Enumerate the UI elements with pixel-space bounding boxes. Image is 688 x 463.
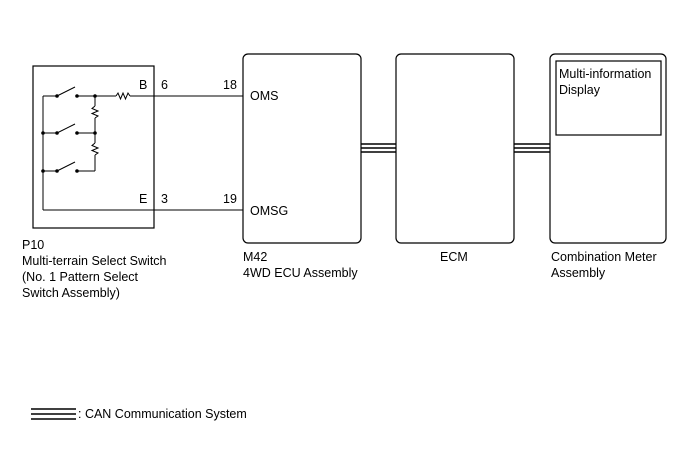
ecu-4wd-caption: M42 4WD ECU Assembly <box>243 249 358 281</box>
switch-code: P10 <box>22 238 45 252</box>
display-label-line-2: Display <box>559 83 601 97</box>
ecu-pin-18: 18 <box>223 78 237 92</box>
meter-name-line-2: Assembly <box>551 266 606 280</box>
legend-label: : CAN Communication System <box>78 407 247 421</box>
can-bus-ecm-meter <box>514 143 550 153</box>
ecm-name: ECM <box>440 250 468 264</box>
legend-can-symbol <box>31 408 76 420</box>
ecu-pin-19: 19 <box>223 192 237 206</box>
switch-contact-dots <box>41 94 97 173</box>
signal-omsg: OMSG <box>250 204 288 218</box>
ecu-4wd-code: M42 <box>243 250 268 264</box>
switch-caption: P10 Multi-terrain Select Switch (No. 1 P… <box>22 237 167 301</box>
multi-information-display-box <box>555 60 662 136</box>
meter-box <box>549 53 667 244</box>
switch-terminal-b: B <box>139 78 147 92</box>
ecu-4wd-name: 4WD ECU Assembly <box>243 266 358 280</box>
display-label-line-1: Multi-information <box>559 67 651 81</box>
switch-pin-6: 6 <box>161 78 168 92</box>
ecm-box <box>395 53 515 244</box>
signal-oms: OMS <box>250 89 278 103</box>
switch-box <box>32 65 155 229</box>
switch-pin-3: 3 <box>161 192 168 206</box>
can-bus-ecu-ecm <box>361 143 396 153</box>
ecm-caption: ECM <box>440 249 468 265</box>
switch-name-line-1: Multi-terrain Select Switch <box>22 254 167 268</box>
meter-name-line-1: Combination Meter <box>551 250 657 264</box>
switch-terminal-e: E <box>139 192 147 206</box>
switch-name-line-3: Switch Assembly) <box>22 286 120 300</box>
switch-name-line-2: (No. 1 Pattern Select <box>22 270 139 284</box>
meter-caption: Combination Meter Assembly <box>551 249 657 281</box>
switch-circuit <box>42 86 154 211</box>
